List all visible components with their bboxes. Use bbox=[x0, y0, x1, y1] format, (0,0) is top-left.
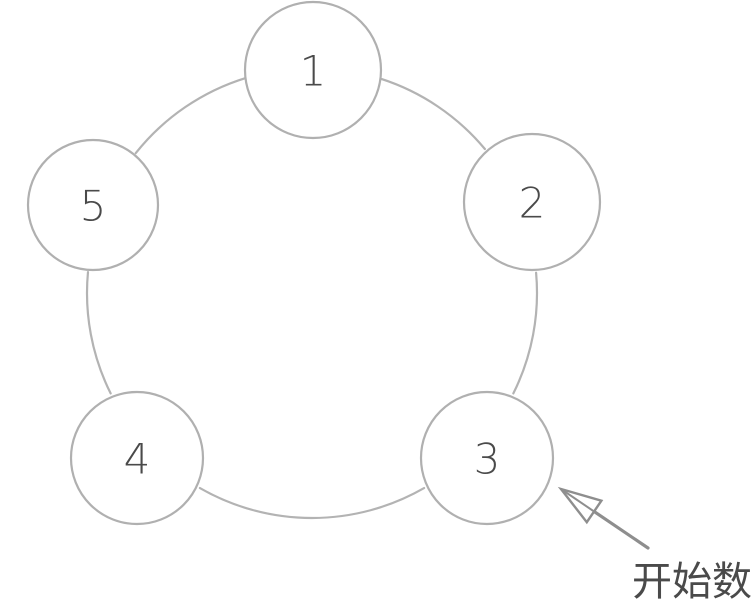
edge-1-2 bbox=[378, 77, 486, 151]
node-circle-5[interactable] bbox=[26, 138, 160, 272]
annotation-arrow-shaft bbox=[589, 508, 650, 550]
node-label-1: 1 bbox=[300, 47, 327, 96]
node-4[interactable]: 4 bbox=[69, 390, 205, 526]
edge-2-3 bbox=[512, 271, 539, 395]
node-circle-3[interactable] bbox=[419, 390, 555, 526]
node-label-5: 5 bbox=[80, 182, 107, 231]
node-circle-4[interactable] bbox=[69, 390, 205, 526]
node-5[interactable]: 5 bbox=[26, 138, 160, 272]
node-label-2: 2 bbox=[519, 179, 546, 228]
node-3[interactable]: 3 bbox=[419, 390, 555, 526]
edge-5-1 bbox=[134, 76, 248, 155]
node-2[interactable]: 2 bbox=[462, 132, 602, 272]
node-circle-1[interactable] bbox=[243, 0, 383, 140]
edge-3-4 bbox=[198, 486, 426, 520]
node-label-4: 4 bbox=[124, 435, 151, 484]
node-circle-2[interactable] bbox=[462, 132, 602, 272]
annotation-layer: 开始数 bbox=[557, 486, 751, 603]
edge-4-5 bbox=[85, 270, 112, 395]
annotation-arrow-head-spine bbox=[560, 488, 595, 513]
node-label-3: 3 bbox=[474, 435, 501, 484]
annotation-label: 开始数 bbox=[632, 559, 751, 603]
edge-layer bbox=[85, 76, 539, 520]
node-layer: 1 2 3 4 5 bbox=[26, 0, 602, 526]
node-1[interactable]: 1 bbox=[243, 0, 383, 140]
